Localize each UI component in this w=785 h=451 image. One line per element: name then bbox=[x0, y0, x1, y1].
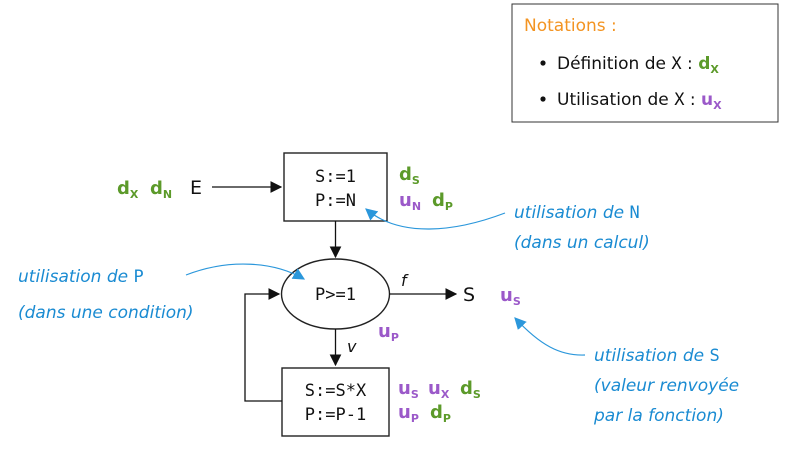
note-line-2: (valeur renvoyée bbox=[594, 376, 739, 396]
def-sub: P bbox=[443, 412, 451, 425]
use-mark: u bbox=[398, 378, 411, 399]
use-mark: u bbox=[398, 402, 411, 423]
svg-text:dP: dP bbox=[432, 190, 453, 213]
bullet-icon bbox=[540, 60, 546, 66]
svg-text:dS: dS bbox=[460, 378, 481, 401]
annotation-arrow bbox=[365, 208, 506, 230]
legend-item-mark: u bbox=[701, 90, 713, 110]
def-mark: d bbox=[117, 178, 130, 199]
legend-item-definition: Définition de X : dX bbox=[540, 54, 719, 76]
loop-block: S:=S*X P:=P-1 bbox=[281, 367, 390, 437]
note-line-3: par la fonction) bbox=[593, 406, 724, 426]
use-sub: P bbox=[411, 412, 419, 425]
input-label: E bbox=[190, 177, 202, 199]
false-label: f bbox=[401, 271, 409, 290]
svg-text:uN: uN bbox=[399, 190, 421, 213]
legend-item-usage: Utilisation de X : uX bbox=[540, 90, 722, 112]
loop-line-2: P:=P-1 bbox=[305, 405, 366, 425]
svg-text:uP: uP bbox=[378, 321, 399, 344]
condition-text: P>=1 bbox=[315, 285, 356, 305]
use-sub: X bbox=[441, 388, 450, 401]
def-mark: d bbox=[150, 178, 163, 199]
def-sub: N bbox=[163, 188, 172, 201]
def-sub: S bbox=[412, 174, 420, 187]
legend-item-sep: : bbox=[682, 54, 699, 74]
legend-item-mark: d bbox=[698, 54, 710, 74]
annotation-p-usage: utilisation de P (dans une condition) bbox=[18, 263, 306, 323]
svg-text:utilisation de S: utilisation de S bbox=[594, 346, 720, 366]
init-line-2: P:=N bbox=[315, 191, 356, 211]
svg-text:dN: dN bbox=[150, 178, 172, 201]
svg-text:Utilisation de X : uX: Utilisation de X : uX bbox=[557, 90, 722, 112]
annotation-n-usage: utilisation de N (dans un calcul) bbox=[365, 203, 650, 253]
true-label: v bbox=[347, 337, 357, 356]
note-var: P bbox=[134, 267, 144, 287]
legend-title: Notations : bbox=[524, 16, 617, 36]
use-sub: P bbox=[391, 331, 399, 344]
def-sub: X bbox=[130, 188, 139, 201]
condition-node: P>=1 bbox=[280, 258, 391, 330]
bullet-icon bbox=[540, 96, 546, 102]
note-prefix: utilisation de bbox=[18, 267, 134, 287]
svg-text:utilisation de P: utilisation de P bbox=[18, 267, 144, 287]
svg-text:uP: uP bbox=[398, 402, 419, 425]
svg-text:dS: dS bbox=[399, 164, 420, 187]
def-sub: P bbox=[445, 200, 453, 213]
def-mark: d bbox=[460, 378, 473, 399]
init-line-1: S:=1 bbox=[315, 167, 356, 187]
use-mark: u bbox=[378, 321, 391, 342]
legend-item-prefix: Définition de bbox=[557, 54, 671, 74]
init-block: S:=1 P:=N bbox=[283, 152, 388, 222]
note-prefix: utilisation de bbox=[514, 203, 630, 223]
note-var: N bbox=[630, 203, 640, 223]
use-mark: u bbox=[428, 378, 441, 399]
use-mark: u bbox=[399, 190, 412, 211]
use-sub: S bbox=[411, 388, 419, 401]
use-mark: u bbox=[500, 285, 513, 306]
svg-text:uS: uS bbox=[500, 285, 521, 308]
legend: Notations : Définition de X : dX Utilisa… bbox=[511, 3, 779, 123]
legend-item-sep: : bbox=[684, 90, 701, 110]
def-mark: d bbox=[432, 190, 445, 211]
legend-item-sub: X bbox=[713, 99, 722, 112]
svg-text:dX: dX bbox=[117, 178, 139, 201]
loop-line-1: S:=S*X bbox=[305, 381, 367, 401]
edge-loop-back bbox=[244, 288, 282, 402]
def-sub: S bbox=[473, 388, 481, 401]
legend-box bbox=[511, 3, 779, 123]
annotation-arrow bbox=[185, 263, 306, 280]
svg-text:dP: dP bbox=[430, 402, 451, 425]
legend-item-var: X bbox=[674, 90, 685, 110]
note-line-2: (dans un calcul) bbox=[514, 233, 650, 253]
annotation-arrow bbox=[514, 317, 586, 356]
legend-item-var: X bbox=[671, 54, 682, 74]
note-var: S bbox=[710, 346, 720, 366]
legend-item-sub: X bbox=[710, 63, 719, 76]
svg-text:uS: uS bbox=[398, 378, 419, 401]
output-label: S bbox=[463, 284, 475, 306]
svg-text:Définition de X : dX: Définition de X : dX bbox=[557, 54, 719, 76]
loop-block-box bbox=[281, 367, 390, 437]
input-node: dX dN E bbox=[117, 177, 202, 201]
def-mark: d bbox=[430, 402, 443, 423]
note-line-2: (dans une condition) bbox=[18, 303, 194, 323]
annotation-s-usage: utilisation de S (valeur renvoyée par la… bbox=[514, 317, 739, 426]
use-sub: N bbox=[412, 200, 421, 213]
legend-item-prefix: Utilisation de bbox=[557, 90, 674, 110]
def-mark: d bbox=[399, 164, 412, 185]
note-prefix: utilisation de bbox=[594, 346, 710, 366]
use-sub: S bbox=[513, 295, 521, 308]
svg-text:uX: uX bbox=[428, 378, 450, 401]
svg-text:utilisation de N: utilisation de N bbox=[514, 203, 640, 223]
